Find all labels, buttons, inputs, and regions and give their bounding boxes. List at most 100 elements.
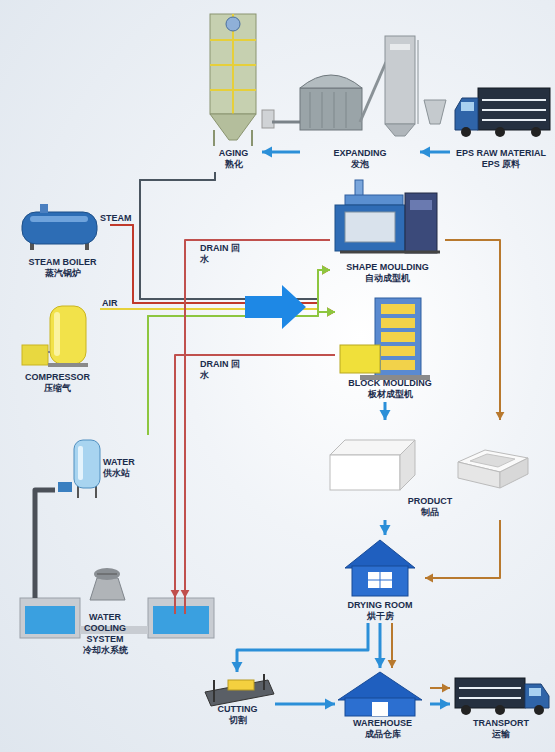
flow-connector: [420, 147, 450, 158]
block-moulding-illustration: [381, 346, 415, 356]
transport-truck-illustration: [461, 705, 471, 715]
truck-illustration: [482, 99, 546, 101]
station-node: DRYING ROOM烘干房: [335, 535, 425, 623]
shape-moulding-illustration: [345, 195, 403, 205]
boiler-illustration: [22, 204, 97, 250]
station-label: 成品仓库: [335, 729, 430, 740]
arrow-head: [380, 525, 391, 535]
block-moulding-illustration: [381, 318, 415, 328]
station-node: WATER COOLING SYSTEM冷却水系统: [20, 598, 215, 665]
flow-connector: [140, 172, 330, 299]
flow-connector: [375, 623, 386, 668]
arrow-head: [171, 590, 180, 598]
arrow-head: [181, 590, 190, 598]
flow-connector: [388, 623, 397, 668]
connector-line: [148, 312, 335, 435]
transport-truck-illustration: [459, 697, 521, 699]
shape-moulding-illustration: [405, 193, 437, 253]
warehouse-illustration: [338, 672, 422, 716]
shaped-product-illustration: [458, 450, 528, 488]
boiler-illustration: [40, 204, 48, 213]
station-label: STEAM BOILER: [15, 257, 110, 268]
station-node: STEAM BOILER蒸汽锅炉: [15, 205, 110, 280]
water-tank-illustration: [95, 486, 97, 498]
truck-illustration: [531, 127, 541, 137]
block-product-illustration: [330, 440, 415, 490]
expander-illustration: [272, 36, 446, 136]
silo-illustration: [210, 14, 274, 146]
connector-line: [35, 490, 55, 598]
silo-illustration: [210, 114, 256, 140]
label-group: WAREHOUSE成品仓库: [335, 718, 430, 740]
station-node: SHAPE MOULDING自动成型机: [330, 178, 445, 286]
boiler-illustration: [22, 212, 97, 244]
flow-connector: [232, 623, 369, 672]
station-label: EPS RAW MATERIAL: [450, 148, 552, 159]
arrow-head: [327, 308, 335, 317]
label-group: EXPANDING发泡: [300, 148, 420, 170]
cutting-machine-illustration: [263, 674, 265, 690]
flow-connector: [380, 520, 391, 535]
station-label: CUTTING: [200, 704, 275, 715]
arrow-head: [420, 147, 430, 158]
compressor-illustration: [50, 306, 86, 364]
arrow-head: [322, 266, 330, 275]
shape-moulding-illustration: [335, 180, 440, 253]
drying-room-illustration: [345, 540, 415, 596]
label-group: AGING熟化: [205, 148, 262, 170]
label-group: STEAM BOILER蒸汽锅炉: [15, 257, 110, 279]
water-tank-illustration: [78, 446, 83, 480]
connector-line: [110, 225, 330, 303]
flow-connector: [445, 240, 504, 420]
station-label: 制品: [405, 507, 455, 518]
shaped-product-illustration: [470, 454, 515, 467]
label-group: EPS RAW MATERIALEPS 原料: [450, 148, 552, 170]
block-product-illustration: [400, 440, 415, 490]
label-group: TRANSPORT运输: [450, 718, 552, 740]
drying-room-illustration: [368, 580, 392, 581]
silo-illustration: [213, 130, 215, 146]
station-node: WATER供水站: [55, 435, 160, 500]
arrow-head: [322, 266, 330, 275]
silo-illustration: [210, 14, 256, 114]
station-node: AGING熟化: [205, 8, 262, 172]
flow-connector: [380, 402, 391, 420]
block-moulding-illustration: [381, 360, 415, 370]
station-label: DRYING ROOM: [335, 600, 425, 611]
station-node: EXPANDING发泡: [300, 45, 420, 172]
expander-illustration: [385, 124, 415, 136]
station-node: EPS RAW MATERIALEPS 原料: [450, 85, 552, 172]
flow-connector: [430, 684, 450, 693]
truck-illustration: [482, 119, 546, 121]
station-label: EXPANDING: [300, 148, 420, 159]
flow-connector: [110, 225, 330, 303]
expander-illustration: [300, 75, 362, 88]
arrow-head: [440, 699, 450, 710]
arrow-head: [232, 662, 243, 672]
warehouse-illustration: [372, 702, 388, 716]
arrow-head: [380, 410, 391, 420]
silo-illustration: [251, 130, 253, 146]
transport-truck-illustration: [534, 705, 544, 715]
arrow-head: [442, 684, 450, 693]
hub-arrow: [245, 285, 306, 329]
label-group: SHAPE MOULDING自动成型机: [330, 262, 445, 284]
flow-connector: [35, 490, 55, 598]
cooling-system-illustration: [94, 568, 120, 580]
block-moulding-illustration: [375, 298, 421, 376]
arrow-head: [325, 699, 335, 710]
expander-illustration: [418, 40, 419, 124]
drying-room-illustration: [368, 572, 392, 588]
arrow-head: [375, 658, 386, 668]
compressor-illustration: [22, 306, 88, 367]
flow-connector: [171, 355, 335, 598]
transport-truck-illustration: [495, 705, 505, 715]
cooling-system-illustration: [174, 598, 176, 614]
cooling-system-illustration: [184, 598, 186, 614]
water-tank-illustration: [77, 486, 79, 498]
shaped-product-illustration: [458, 462, 500, 488]
connector-line: [425, 520, 500, 578]
flow-connector: [140, 172, 335, 316]
edge-label: AIR: [102, 298, 132, 309]
